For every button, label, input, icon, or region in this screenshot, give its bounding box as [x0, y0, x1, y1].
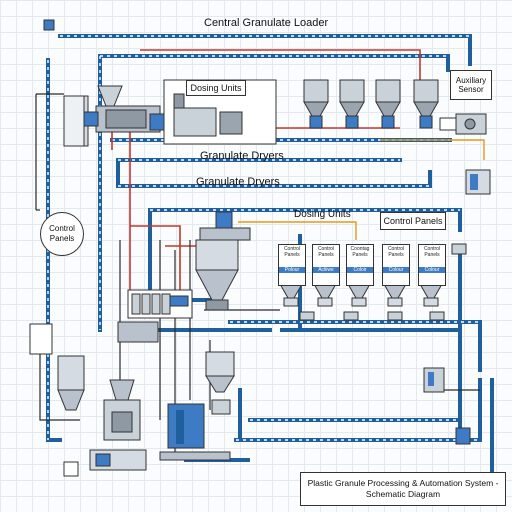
bottom-mixer — [63, 379, 147, 477]
dosing-units-mid-label: Dosing Units — [294, 209, 351, 220]
right-mixer-unit — [205, 351, 471, 445]
right-fittings — [299, 243, 467, 321]
hopper-top-label: Control Panels — [283, 246, 301, 258]
granulate-dryers-label-1: Granulate Dryers — [200, 150, 284, 162]
hopper-mid-label: Colour — [419, 267, 445, 273]
dosing-units-top-label: Dosing Units — [186, 80, 246, 96]
left-instrument — [43, 19, 85, 147]
top-hoppers — [303, 79, 439, 129]
control-panels-left-label: Control Panels — [40, 212, 84, 256]
hopper-top-label: Control Panels — [317, 246, 335, 258]
hopper-mid-label: Acliiwe — [313, 267, 339, 273]
cyclone-separator — [195, 239, 239, 311]
right-dryer-unit — [465, 169, 491, 195]
auxiliary-sensor-label: Auxiliary Sensor — [450, 70, 492, 100]
hopper-bin-1: Control Panels Polour — [278, 244, 306, 286]
control-cabinet — [117, 289, 193, 343]
hopper-bin-5: Control Panels Colour — [418, 244, 446, 286]
hopper-mid-label: Coloir — [347, 267, 373, 273]
dosing-machine-top — [163, 79, 277, 145]
central-tank — [159, 403, 231, 461]
hopper-bin-4: Control Panels Colour — [382, 244, 410, 286]
dark-pipes — [35, 93, 480, 460]
control-panels-mid-label: Control Panels — [380, 212, 446, 230]
hopper-top-label: Control Panels — [423, 246, 441, 258]
central-loader-label: Central Granulate Loader — [204, 17, 329, 29]
hopper-top-label: Coontag Panels — [350, 246, 370, 258]
auxiliary-sensor-unit — [439, 113, 487, 135]
hopper-bin-3: Coontag Panels Coloir — [346, 244, 374, 286]
hopper-bin-2: Control Panels Acliiwe — [312, 244, 340, 286]
hopper-mid-label: Colour — [383, 267, 409, 273]
motor-unit — [199, 211, 251, 241]
granulate-dryers-label-2: Granulate Dryers — [196, 176, 280, 188]
hopper-mid-label: Polour — [279, 267, 305, 273]
hopper-top-label: Control Panels — [387, 246, 405, 258]
hopper-cones — [279, 283, 443, 307]
diagram-caption: Plastic Granule Processing & Automation … — [300, 472, 506, 506]
left-silo — [29, 323, 85, 411]
orange-pipes — [238, 139, 485, 240]
